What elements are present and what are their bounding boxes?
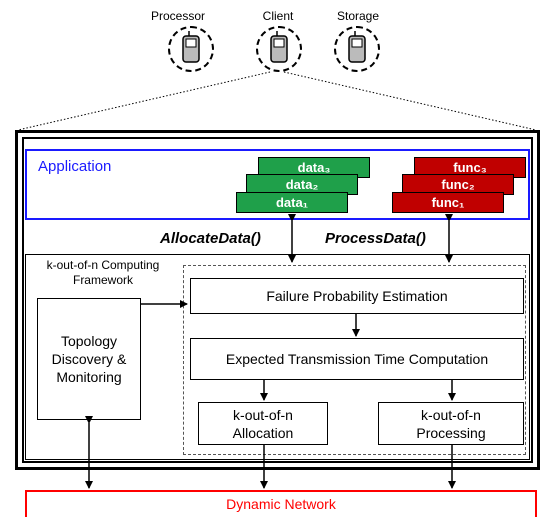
client-phone-icon (256, 26, 302, 72)
client-node-inner-frame (22, 137, 533, 463)
process-data-label: ProcessData() (325, 230, 426, 247)
data-card-3: data₃ (258, 157, 370, 178)
dynamic-network-box: Dynamic Network (25, 490, 537, 517)
processor-phone-icon (168, 26, 214, 72)
application-label: Application (38, 158, 112, 175)
data-card-1: data₁ (236, 192, 348, 213)
expected-box: Expected Transmission Time Computation (190, 338, 524, 380)
func-card-1: func₁ (392, 192, 504, 213)
framework-box (25, 254, 530, 460)
allocation-box: k-out-of-n Allocation (198, 402, 328, 445)
failure-box: Failure Probability Estimation (190, 278, 524, 314)
framework-label: k-out-of-n Computing Framework (46, 258, 160, 287)
storage-phone-icon (334, 26, 380, 72)
application-box (25, 149, 530, 220)
framework-dashed-region (183, 265, 526, 455)
allocate-data-label: AllocateData() (160, 230, 261, 247)
topology-box: Topology Discovery & Monitoring (37, 298, 141, 420)
client-label: Client (262, 9, 294, 23)
client-node-frame (15, 130, 540, 470)
func-card-2: func₂ (402, 174, 514, 195)
processing-box: k-out-of-n Processing (378, 402, 524, 445)
processor-label: Processor (150, 9, 206, 23)
storage-label: Storage (336, 9, 380, 23)
